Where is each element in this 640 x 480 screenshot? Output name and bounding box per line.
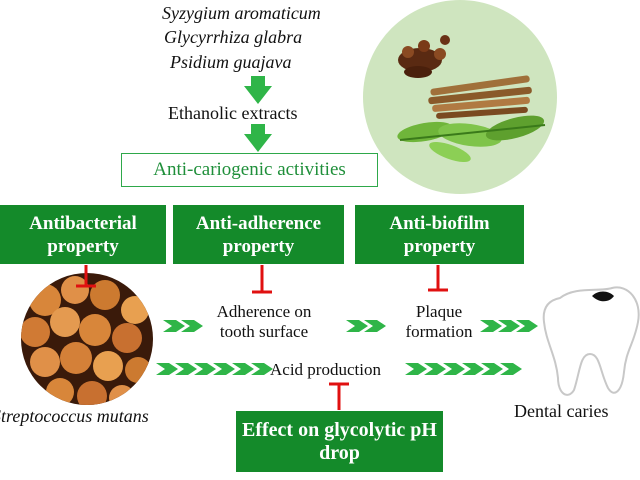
acid-production-label: Acid production bbox=[270, 360, 381, 379]
dental-caries-label: Dental caries bbox=[514, 401, 609, 421]
adherence-label: Adherence on tooth surface bbox=[216, 302, 312, 341]
activities-box: Anti-cariogenic activities bbox=[121, 153, 378, 187]
species-label: Glycyrrhiza glabra bbox=[164, 27, 303, 47]
chevron-arrows-icon bbox=[405, 363, 522, 375]
antibacterial-property-box: Antibacterial property bbox=[0, 205, 166, 264]
inhibition-symbol bbox=[252, 265, 272, 294]
cloves-icon bbox=[398, 35, 450, 78]
species-label: Psidium guajava bbox=[170, 52, 292, 72]
species-label: Syzygium aromaticum bbox=[162, 3, 321, 23]
anti-biofilm-property-box: Anti-biofilm property bbox=[355, 205, 524, 264]
streptococcus-mutans-image bbox=[21, 273, 153, 405]
down-arrow-icon bbox=[244, 124, 272, 152]
inhibition-symbol bbox=[329, 382, 349, 410]
chevron-arrows-icon bbox=[480, 320, 538, 332]
extract-label: Ethanolic extracts bbox=[168, 103, 298, 123]
down-arrow-icon bbox=[244, 76, 272, 104]
chevron-arrows-icon bbox=[156, 363, 273, 375]
tooth-icon bbox=[542, 286, 640, 396]
chevron-arrows-icon bbox=[163, 320, 203, 332]
anti-adherence-property-box: Anti-adherence property bbox=[173, 205, 344, 264]
licorice-root-icon bbox=[428, 75, 532, 119]
inhibition-symbol bbox=[428, 265, 448, 292]
glycolytic-effect-box: Effect on glycolytic pH drop bbox=[236, 411, 443, 472]
guava-leaves-icon bbox=[397, 115, 546, 162]
plant-materials-image bbox=[363, 0, 557, 194]
bacteria-label: Streptococcus mutans bbox=[0, 406, 149, 426]
chevron-arrows-icon bbox=[346, 320, 386, 332]
inhibition-symbol bbox=[76, 265, 96, 288]
plaque-label: Plaque formation bbox=[405, 302, 473, 341]
